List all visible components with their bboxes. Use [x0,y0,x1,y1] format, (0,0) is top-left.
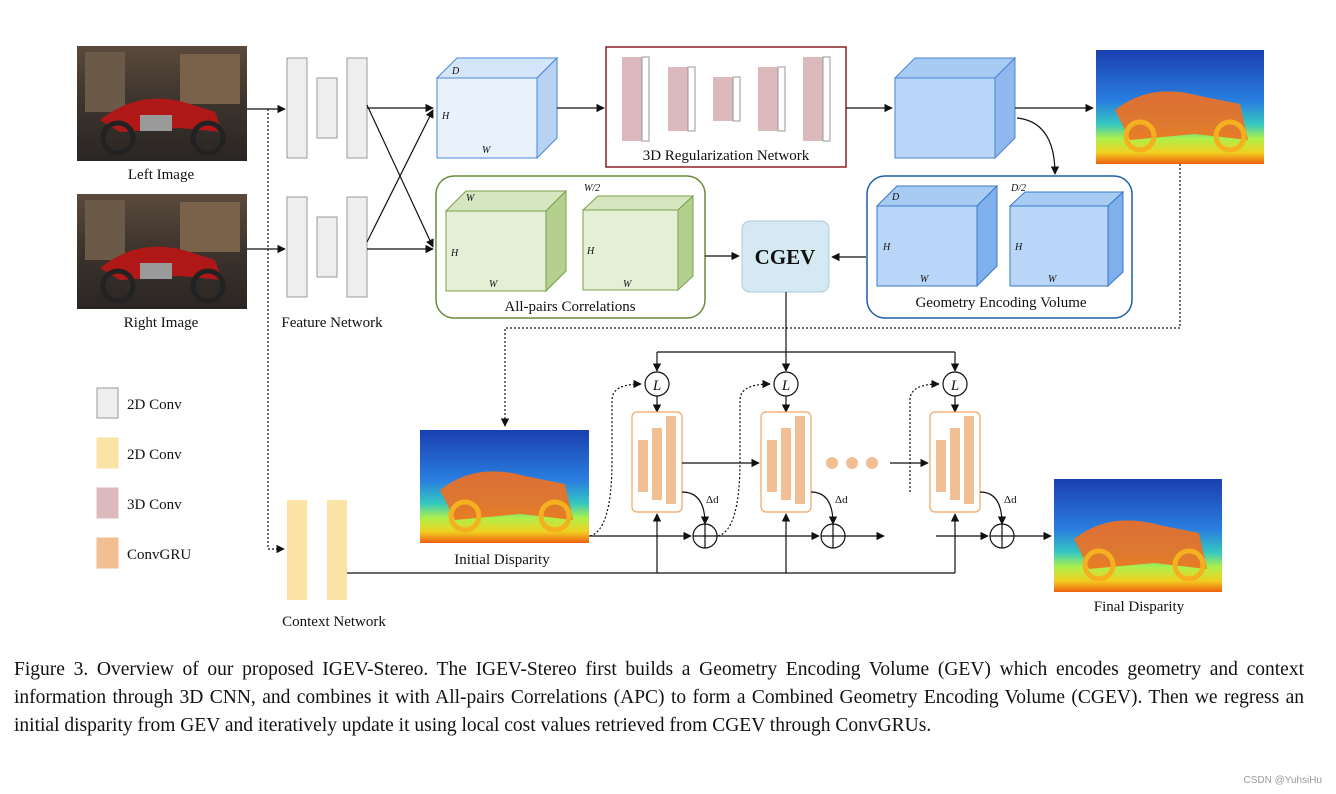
lookup-2: L [773,371,799,397]
context-lines [347,513,960,574]
all-pairs-label: All-pairs Correlations [504,299,635,315]
gev-cube-full [875,184,999,288]
initial-disparity-map [420,430,589,543]
legend-label-2: 3D Conv [127,497,182,513]
legend-label-3: ConvGRU [127,547,191,563]
apc-h-label: H [450,248,459,259]
gev-h-label: H [882,242,891,253]
left-image-label: Left Image [128,167,195,183]
top-disparity-map [1096,50,1264,164]
convgru-block-1 [631,411,683,513]
apc-w-half-label: W/2 [584,183,600,194]
feature-network-label: Feature Network [281,315,383,331]
input-arrows [247,103,434,254]
cgev-label: CGEV [755,245,816,269]
cost-volume-h-label: H [441,111,450,122]
legend-swatch-3 [96,537,119,569]
apc-cube-half [581,194,695,292]
regularization-blocks [622,56,831,142]
igev-stereo-diagram: Left Image Right Image Feature Network D… [77,46,1264,630]
legend-swatch-0 [96,387,119,419]
apc-half-w-label: W [623,279,633,290]
gev-cube-half [1008,190,1125,288]
dotted-feedback [589,379,940,537]
gev-box [866,175,1133,319]
lookup-1: L [644,371,670,397]
cost-volume-w-label: W [482,145,492,156]
left-image-photo [77,46,247,161]
svg-text:L: L [950,378,959,394]
initial-disparity-label: Initial Disparity [454,552,550,568]
context-dotted-path [267,109,285,554]
delta-label-1: Δd [706,494,719,506]
legend-label-1: 2D Conv [127,447,182,463]
gev-d-half-label: D/2 [1010,183,1026,194]
regularization-network-label: 3D Regularization Network [643,148,810,164]
apc-w-bottom-label: W [489,279,499,290]
delta-paths [681,491,1007,525]
gev-label: Geometry Encoding Volume [915,295,1086,311]
legend: 2D Conv 2D Conv 3D Conv ConvGRU [96,387,191,569]
apc-half-h-label: H [586,246,595,257]
legend-label-0: 2D Conv [127,397,182,413]
feature-network [286,57,368,298]
dotted-disparity-feed [500,164,1181,427]
regularization-network-box [605,46,847,168]
adder-nodes [692,523,1015,549]
delta-label-3: Δd [1004,494,1017,506]
legend-swatch-2 [96,487,119,519]
convgru-block-3 [929,411,981,513]
right-image-label: Right Image [124,315,199,331]
delta-label-2: Δd [835,494,848,506]
right-image-photo [77,194,247,309]
all-pairs-box [435,175,706,319]
final-disparity-label: Final Disparity [1094,599,1185,615]
cost-volume-cube [435,56,559,160]
final-disparity-map [1054,479,1222,592]
figure-caption: Figure 3. Overview of our proposed IGEV-… [14,659,1304,736]
svg-text:L: L [652,378,661,394]
cost-volume-d-label: D [451,66,460,77]
gev-w-label: W [920,274,930,285]
lookup-3: L [942,371,968,397]
arrow-volume-to-gev [1016,117,1060,175]
legend-swatch-1 [96,437,119,469]
gev-d-label: D [891,192,900,203]
apc-cube-full [444,189,568,293]
cgev-distribution-lines [652,292,960,413]
context-network-label: Context Network [282,614,386,630]
svg-text:L: L [781,378,790,394]
ellipsis-dots [826,457,878,469]
apc-w-top-label: W [466,193,476,204]
gev-half-w-label: W [1048,274,1058,285]
gev-half-h-label: H [1014,242,1023,253]
context-network [287,500,347,600]
regularized-volume-cube [893,56,1017,160]
watermark: CSDN @YuhsiHu [1243,775,1322,786]
convgru-block-2 [760,411,812,513]
